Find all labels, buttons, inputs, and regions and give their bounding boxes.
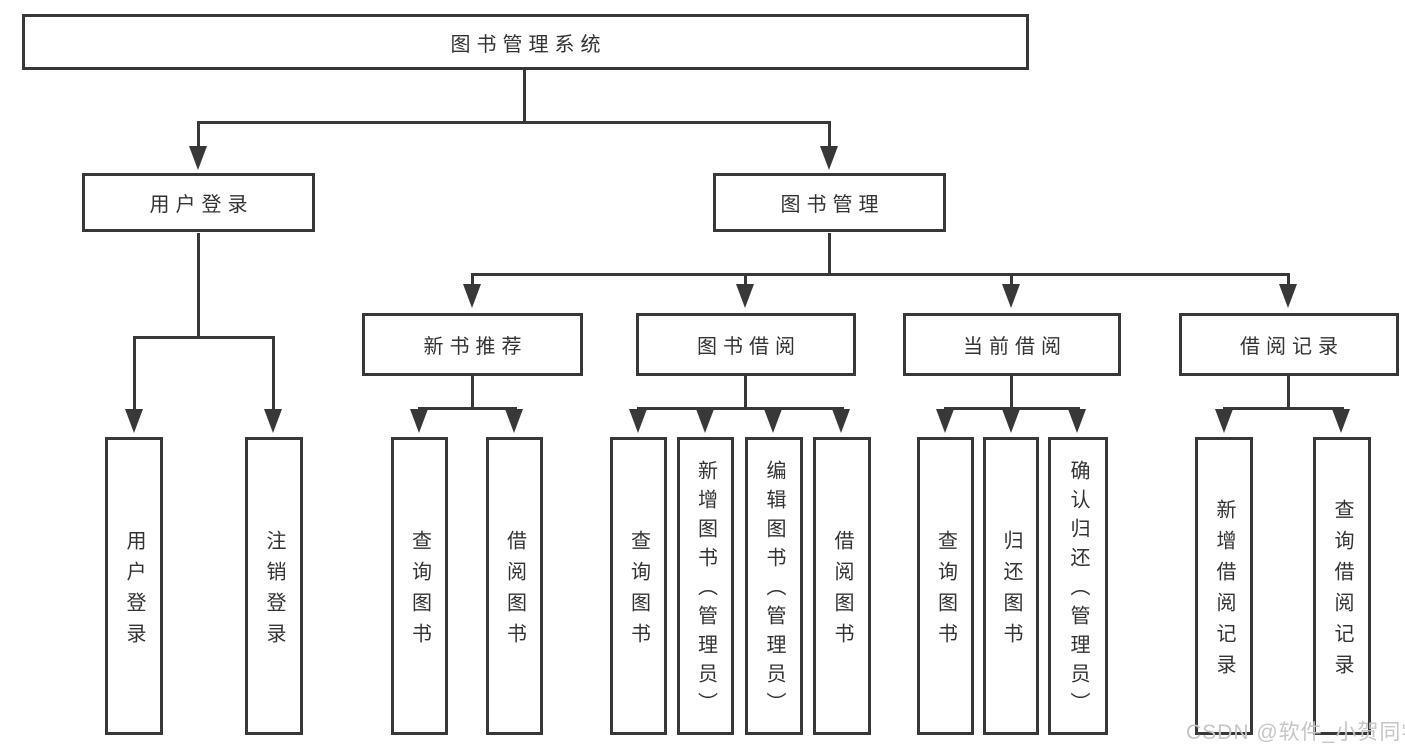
leaf-records-add-label: 新增借阅记录 bbox=[1213, 498, 1235, 685]
leaf-current-confirm-admin: 确认归还（管理员） bbox=[1048, 437, 1108, 735]
leaf-borrow-query-label: 查询图书 bbox=[627, 529, 650, 654]
leaf-logout-label: 注销登录 bbox=[263, 529, 285, 654]
connector-line bbox=[828, 123, 831, 147]
leaf-records-query: 查询借阅记录 bbox=[1313, 437, 1371, 735]
arrow-down-icon bbox=[1332, 409, 1350, 433]
connector-line bbox=[197, 121, 831, 124]
leaf-user-login: 用户登录 bbox=[105, 437, 163, 735]
leaf-borrow-do-label: 借阅图书 bbox=[831, 529, 853, 654]
connector-line bbox=[133, 336, 275, 339]
node-borrow-records: 借阅记录 bbox=[1179, 313, 1399, 376]
connector-line bbox=[1287, 275, 1290, 285]
connector-line bbox=[744, 275, 747, 285]
leaf-newbook-borrow: 借阅图书 bbox=[486, 437, 543, 735]
node-book-borrow: 图书借阅 bbox=[636, 313, 856, 376]
leaf-current-return-label: 归还图书 bbox=[1000, 529, 1022, 654]
arrow-down-icon bbox=[936, 409, 954, 433]
connector-line bbox=[272, 338, 275, 409]
leaf-records-query-label: 查询借阅记录 bbox=[1331, 498, 1353, 685]
connector-line bbox=[197, 233, 200, 338]
connector-line bbox=[637, 407, 844, 410]
connector-line bbox=[471, 273, 1290, 276]
connector-line bbox=[1287, 376, 1290, 409]
connector-line bbox=[197, 123, 200, 147]
leaf-newbook-query-label: 查询图书 bbox=[408, 529, 431, 654]
leaf-newbook-borrow-label: 借阅图书 bbox=[503, 529, 526, 654]
node-user-login: 用户登录 bbox=[82, 173, 315, 232]
leaf-current-confirm-admin-label: 确认归还（管理员） bbox=[1067, 460, 1089, 721]
connector-line bbox=[1223, 407, 1344, 410]
connector-line bbox=[744, 376, 747, 409]
node-new-book-recommend: 新书推荐 bbox=[362, 313, 583, 376]
arrow-down-icon bbox=[832, 409, 850, 433]
connector-line bbox=[133, 338, 136, 409]
leaf-borrow-add-admin: 新增图书（管理员） bbox=[677, 437, 734, 735]
leaf-current-query-label: 查询图书 bbox=[934, 529, 957, 654]
connector-line bbox=[828, 233, 831, 275]
leaf-newbook-query: 查询图书 bbox=[391, 437, 448, 735]
connector-line bbox=[471, 275, 474, 285]
leaf-logout: 注销登录 bbox=[245, 437, 303, 735]
arrow-down-icon bbox=[410, 409, 428, 433]
watermark-text: CSDN @软件_小贺同学 bbox=[1186, 721, 1405, 744]
leaf-borrow-query: 查询图书 bbox=[610, 437, 667, 735]
connector-line bbox=[1010, 275, 1013, 285]
arrow-down-icon bbox=[189, 146, 207, 170]
arrow-down-icon bbox=[264, 409, 282, 433]
arrow-down-icon bbox=[1215, 409, 1233, 433]
arrow-down-icon bbox=[463, 284, 481, 308]
arrow-down-icon bbox=[1002, 409, 1020, 433]
leaf-current-query: 查询图书 bbox=[917, 437, 974, 735]
connector-line bbox=[418, 407, 517, 410]
node-current-borrow: 当前借阅 bbox=[903, 313, 1121, 376]
arrow-down-icon bbox=[1279, 284, 1297, 308]
node-library-system: 图书管理系统 bbox=[22, 14, 1029, 70]
connector-line bbox=[1010, 376, 1013, 409]
arrow-down-icon bbox=[125, 409, 143, 433]
arrow-down-icon bbox=[696, 409, 714, 433]
leaf-borrow-add-admin-label: 新增图书（管理员） bbox=[694, 460, 717, 721]
arrow-down-icon bbox=[1068, 409, 1086, 433]
leaf-borrow-edit-admin-label: 编辑图书（管理员） bbox=[763, 460, 785, 721]
node-book-management: 图书管理 bbox=[713, 173, 946, 232]
connector-line bbox=[471, 376, 474, 409]
arrow-down-icon bbox=[820, 146, 838, 170]
arrow-down-icon bbox=[505, 409, 523, 433]
connector-line bbox=[944, 407, 1080, 410]
leaf-borrow-do: 借阅图书 bbox=[813, 437, 871, 735]
connector-line bbox=[523, 70, 526, 123]
leaf-user-login-label: 用户登录 bbox=[123, 529, 145, 654]
arrow-down-icon bbox=[764, 409, 782, 433]
leaf-current-return: 归还图书 bbox=[983, 437, 1039, 735]
leaf-records-add: 新增借阅记录 bbox=[1195, 437, 1253, 735]
arrow-down-icon bbox=[629, 409, 647, 433]
arrow-down-icon bbox=[736, 284, 754, 308]
leaf-borrow-edit-admin: 编辑图书（管理员） bbox=[745, 437, 803, 735]
arrow-down-icon bbox=[1002, 284, 1020, 308]
